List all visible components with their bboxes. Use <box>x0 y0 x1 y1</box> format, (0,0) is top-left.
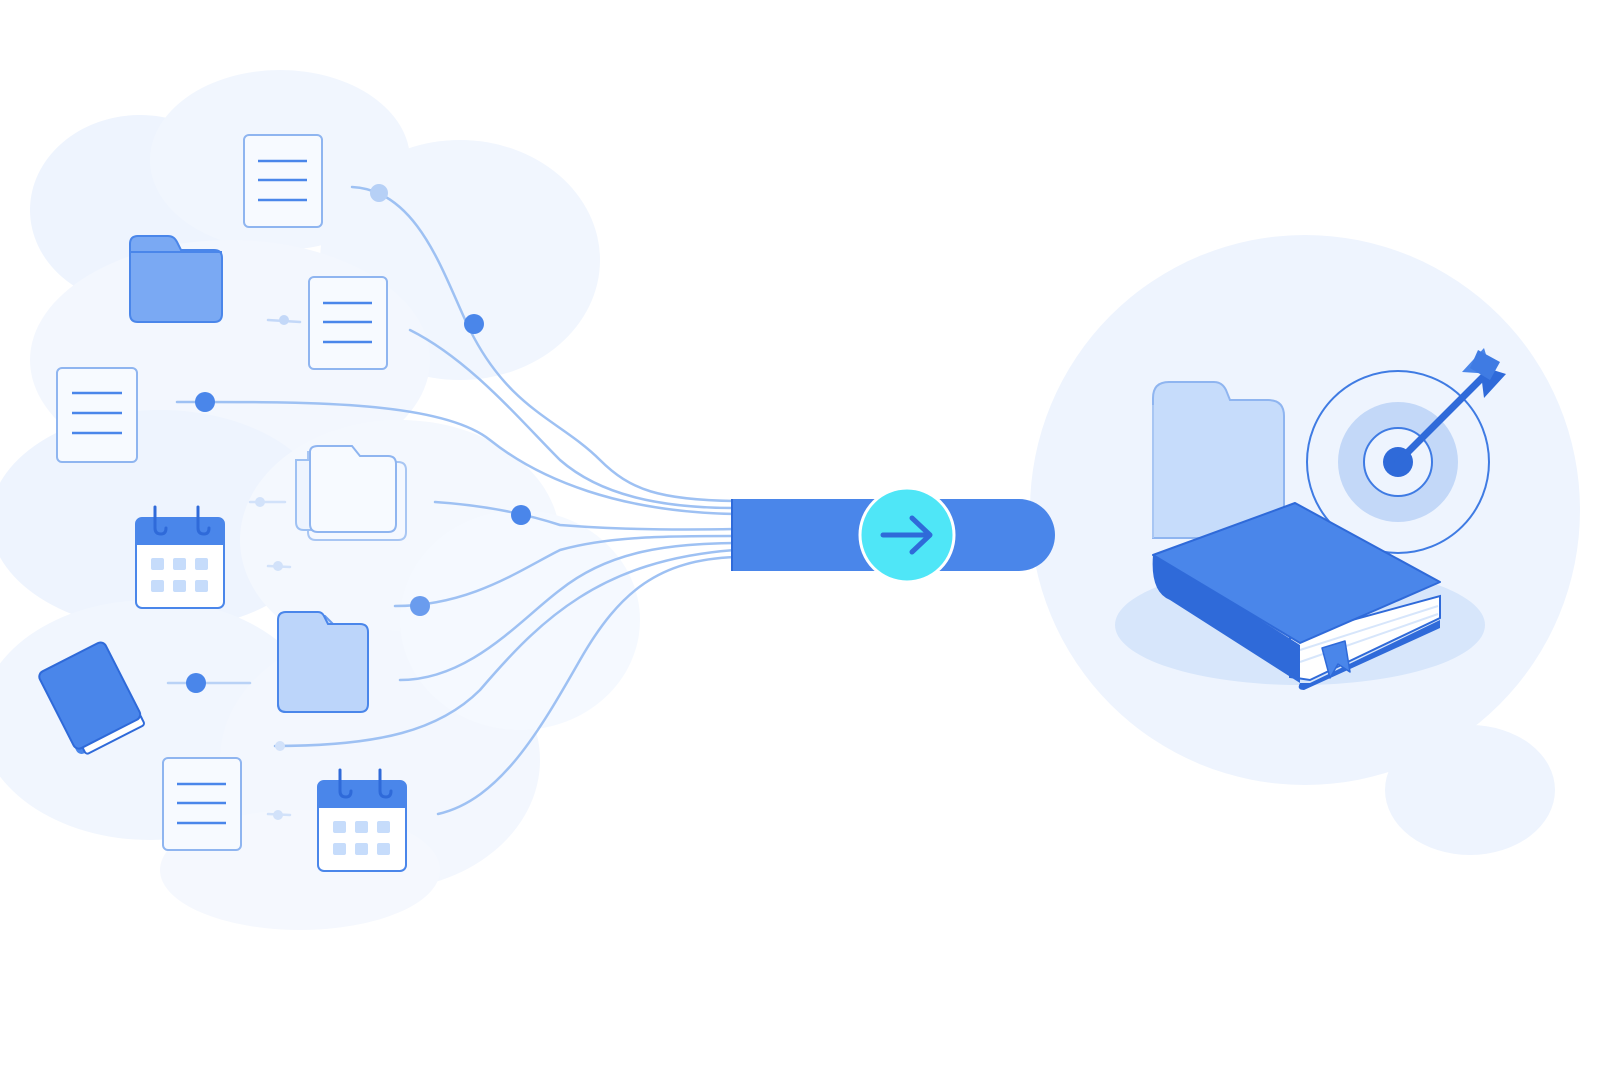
connector-dot <box>275 741 285 751</box>
connector-dot <box>273 561 283 571</box>
folders-icon <box>295 445 407 541</box>
connector-dot <box>370 184 388 202</box>
folders-icon <box>277 611 369 713</box>
result-group <box>1115 348 1506 690</box>
connector-line <box>408 328 737 510</box>
connector-dot <box>255 497 265 507</box>
bookmark-icon <box>1321 640 1351 679</box>
connector-dot <box>464 314 484 334</box>
connector-dot <box>273 810 283 820</box>
folder-icon <box>1152 381 1285 539</box>
calendar-icon <box>135 505 225 609</box>
document-icon <box>56 367 138 463</box>
connector-dot <box>195 392 215 412</box>
connector-dot <box>410 596 430 616</box>
connector-dot <box>511 505 531 525</box>
arrow-icon <box>1394 348 1506 466</box>
document-icon <box>308 276 388 370</box>
connector-line <box>393 534 737 608</box>
connector-dot <box>279 315 289 325</box>
book-icon <box>38 641 145 755</box>
connector-line <box>273 548 737 748</box>
connector-line <box>350 185 737 503</box>
calendar-icon <box>317 768 407 872</box>
connector-line <box>175 400 737 516</box>
connector-line <box>433 500 737 531</box>
connector-dots <box>186 184 531 820</box>
connector-line <box>398 541 737 682</box>
connector-lines <box>166 185 737 817</box>
document-icon <box>162 757 242 851</box>
connector-dot <box>186 673 206 693</box>
connector-line <box>436 555 737 816</box>
arrow-right-icon <box>858 486 956 584</box>
folder-icon <box>129 235 223 323</box>
document-icon <box>243 134 323 228</box>
